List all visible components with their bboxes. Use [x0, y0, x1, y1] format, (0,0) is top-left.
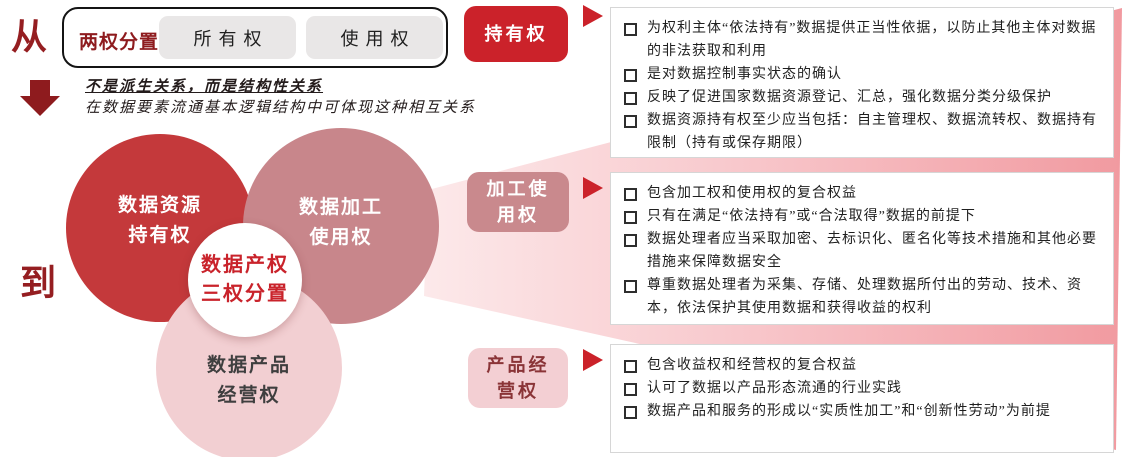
- tag-line: 加工使: [486, 179, 550, 199]
- tag-line: 持有权: [484, 24, 548, 44]
- circle-label-line: 使用权: [309, 227, 373, 248]
- bullet-text: 包含加工权和使用权的复合权益: [647, 186, 857, 201]
- bullet-text: 数据处理者应当采取加密、去标识化、匿名化等技术措施和其他必要措施来保障数据安全: [647, 232, 1097, 270]
- note-line-1: 不是派生关系，而是结构性关系: [85, 79, 324, 95]
- product-operation-right-detail-box: 包含收益权和经营权的复合权益认可了数据以产品形态流通的行业实践数据产品和服务的形…: [610, 344, 1114, 453]
- bullet-text: 数据产品和服务的形成以“实质性加工”和“创新性劳动”为前提: [647, 404, 1051, 419]
- bullet-item: 数据产品和服务的形成以“实质性加工”和“创新性劳动”为前提: [622, 400, 1101, 423]
- bullet-item: 认可了数据以产品形态流通的行业实践: [622, 377, 1101, 400]
- checkbox-bullet-icon: [624, 383, 637, 396]
- two-rights-tag: 两权分置: [79, 32, 160, 53]
- processing-usage-right-detail-box: 包含加工权和使用权的复合权益只有在满足“依法持有”或“合法取得”数据的前提下数据…: [610, 172, 1114, 325]
- checkbox-bullet-icon: [624, 360, 637, 373]
- circle-label-line: 持有权: [128, 225, 192, 246]
- bullet-item: 为权利主体“依法持有”数据提供正当性依据，以防止其他主体对数据的非法获取和利用: [622, 17, 1101, 63]
- bullet-text: 认可了数据以产品形态流通的行业实践: [647, 381, 902, 396]
- to-label: 到: [20, 263, 58, 303]
- checkbox-bullet-icon: [624, 188, 637, 201]
- processing-usage-right-tag: 加工使 用权: [467, 172, 569, 232]
- down-arrow-icon: [20, 80, 60, 116]
- checkbox-bullet-icon: [624, 69, 637, 82]
- circle-label-line: 数据加工: [298, 197, 383, 218]
- note-line-2: 在数据要素流通基本逻辑结构中可体现这种相互关系: [85, 100, 477, 116]
- bullet-item: 包含收益权和经营权的复合权益: [622, 354, 1101, 377]
- checkbox-bullet-icon: [624, 23, 637, 36]
- tag-line: 营权: [497, 381, 539, 401]
- bullet-text: 是对数据控制事实状态的确认: [647, 67, 842, 82]
- checkbox-bullet-icon: [624, 406, 637, 419]
- circle-label-line: 数据资源: [117, 195, 202, 216]
- checkbox-bullet-icon: [624, 234, 637, 247]
- right-arrow-icon-holding: [583, 5, 603, 27]
- holding-right-tag: 持有权: [464, 6, 568, 62]
- usage-pill: 使用权: [306, 16, 443, 59]
- two-rights-frame: 两权分置 所有权 使用权: [62, 7, 448, 68]
- checkbox-bullet-icon: [624, 211, 637, 224]
- product-operation-right-tag: 产品经 营权: [468, 348, 568, 408]
- bullet-text: 包含收益权和经营权的复合权益: [647, 358, 857, 373]
- checkbox-bullet-icon: [624, 115, 637, 128]
- checkbox-bullet-icon: [624, 92, 637, 105]
- center-title-line: 数据产权: [201, 254, 289, 276]
- bullet-item: 只有在满足“依法持有”或“合法取得”数据的前提下: [622, 205, 1101, 228]
- holding-right-detail-box: 为权利主体“依法持有”数据提供正当性依据，以防止其他主体对数据的非法获取和利用是…: [610, 7, 1114, 158]
- right-arrow-icon-processing: [583, 177, 603, 199]
- bullet-item: 数据资源持有权至少应当包括：自主管理权、数据流转权、数据持有限制（持有或保存期限…: [622, 109, 1101, 155]
- checkbox-bullet-icon: [624, 280, 637, 293]
- bullet-text: 尊重数据处理者为采集、存储、处理数据所付出的劳动、技术、资本，依法保护其使用数据…: [647, 278, 1082, 316]
- relationship-note: 不是派生关系，而是结构性关系 在数据要素流通基本逻辑结构中可体现这种相互关系: [85, 77, 476, 119]
- right-arrow-icon-product: [583, 349, 603, 371]
- bullet-item: 数据处理者应当采取加密、去标识化、匿名化等技术措施和其他必要措施来保障数据安全: [622, 228, 1101, 274]
- ownership-pill: 所有权: [159, 16, 296, 59]
- bullet-item: 尊重数据处理者为采集、存储、处理数据所付出的劳动、技术、资本，依法保护其使用数据…: [622, 274, 1101, 320]
- bullet-text: 数据资源持有权至少应当包括：自主管理权、数据流转权、数据持有限制（持有或保存期限…: [647, 113, 1097, 151]
- bullet-item: 是对数据控制事实状态的确认: [622, 63, 1101, 86]
- center-title-line: 三权分置: [201, 283, 289, 305]
- tag-line: 用权: [497, 205, 539, 225]
- circle-label-line: 数据产品: [206, 355, 291, 376]
- bullet-text: 反映了促进国家数据资源登记、汇总，强化数据分类分级保护: [647, 90, 1052, 105]
- bullet-item: 包含加工权和使用权的复合权益: [622, 182, 1101, 205]
- bullet-text: 为权利主体“依法持有”数据提供正当性依据，以防止其他主体对数据的非法获取和利用: [647, 21, 1097, 59]
- tag-line: 产品经: [486, 355, 550, 375]
- bullet-item: 反映了促进国家数据资源登记、汇总，强化数据分类分级保护: [622, 86, 1101, 109]
- venn-center-title: 数据产权 三权分置: [188, 223, 302, 337]
- from-label: 从: [11, 17, 49, 57]
- circle-label-line: 经营权: [217, 385, 281, 406]
- bullet-text: 只有在满足“依法持有”或“合法取得”数据的前提下: [647, 209, 976, 224]
